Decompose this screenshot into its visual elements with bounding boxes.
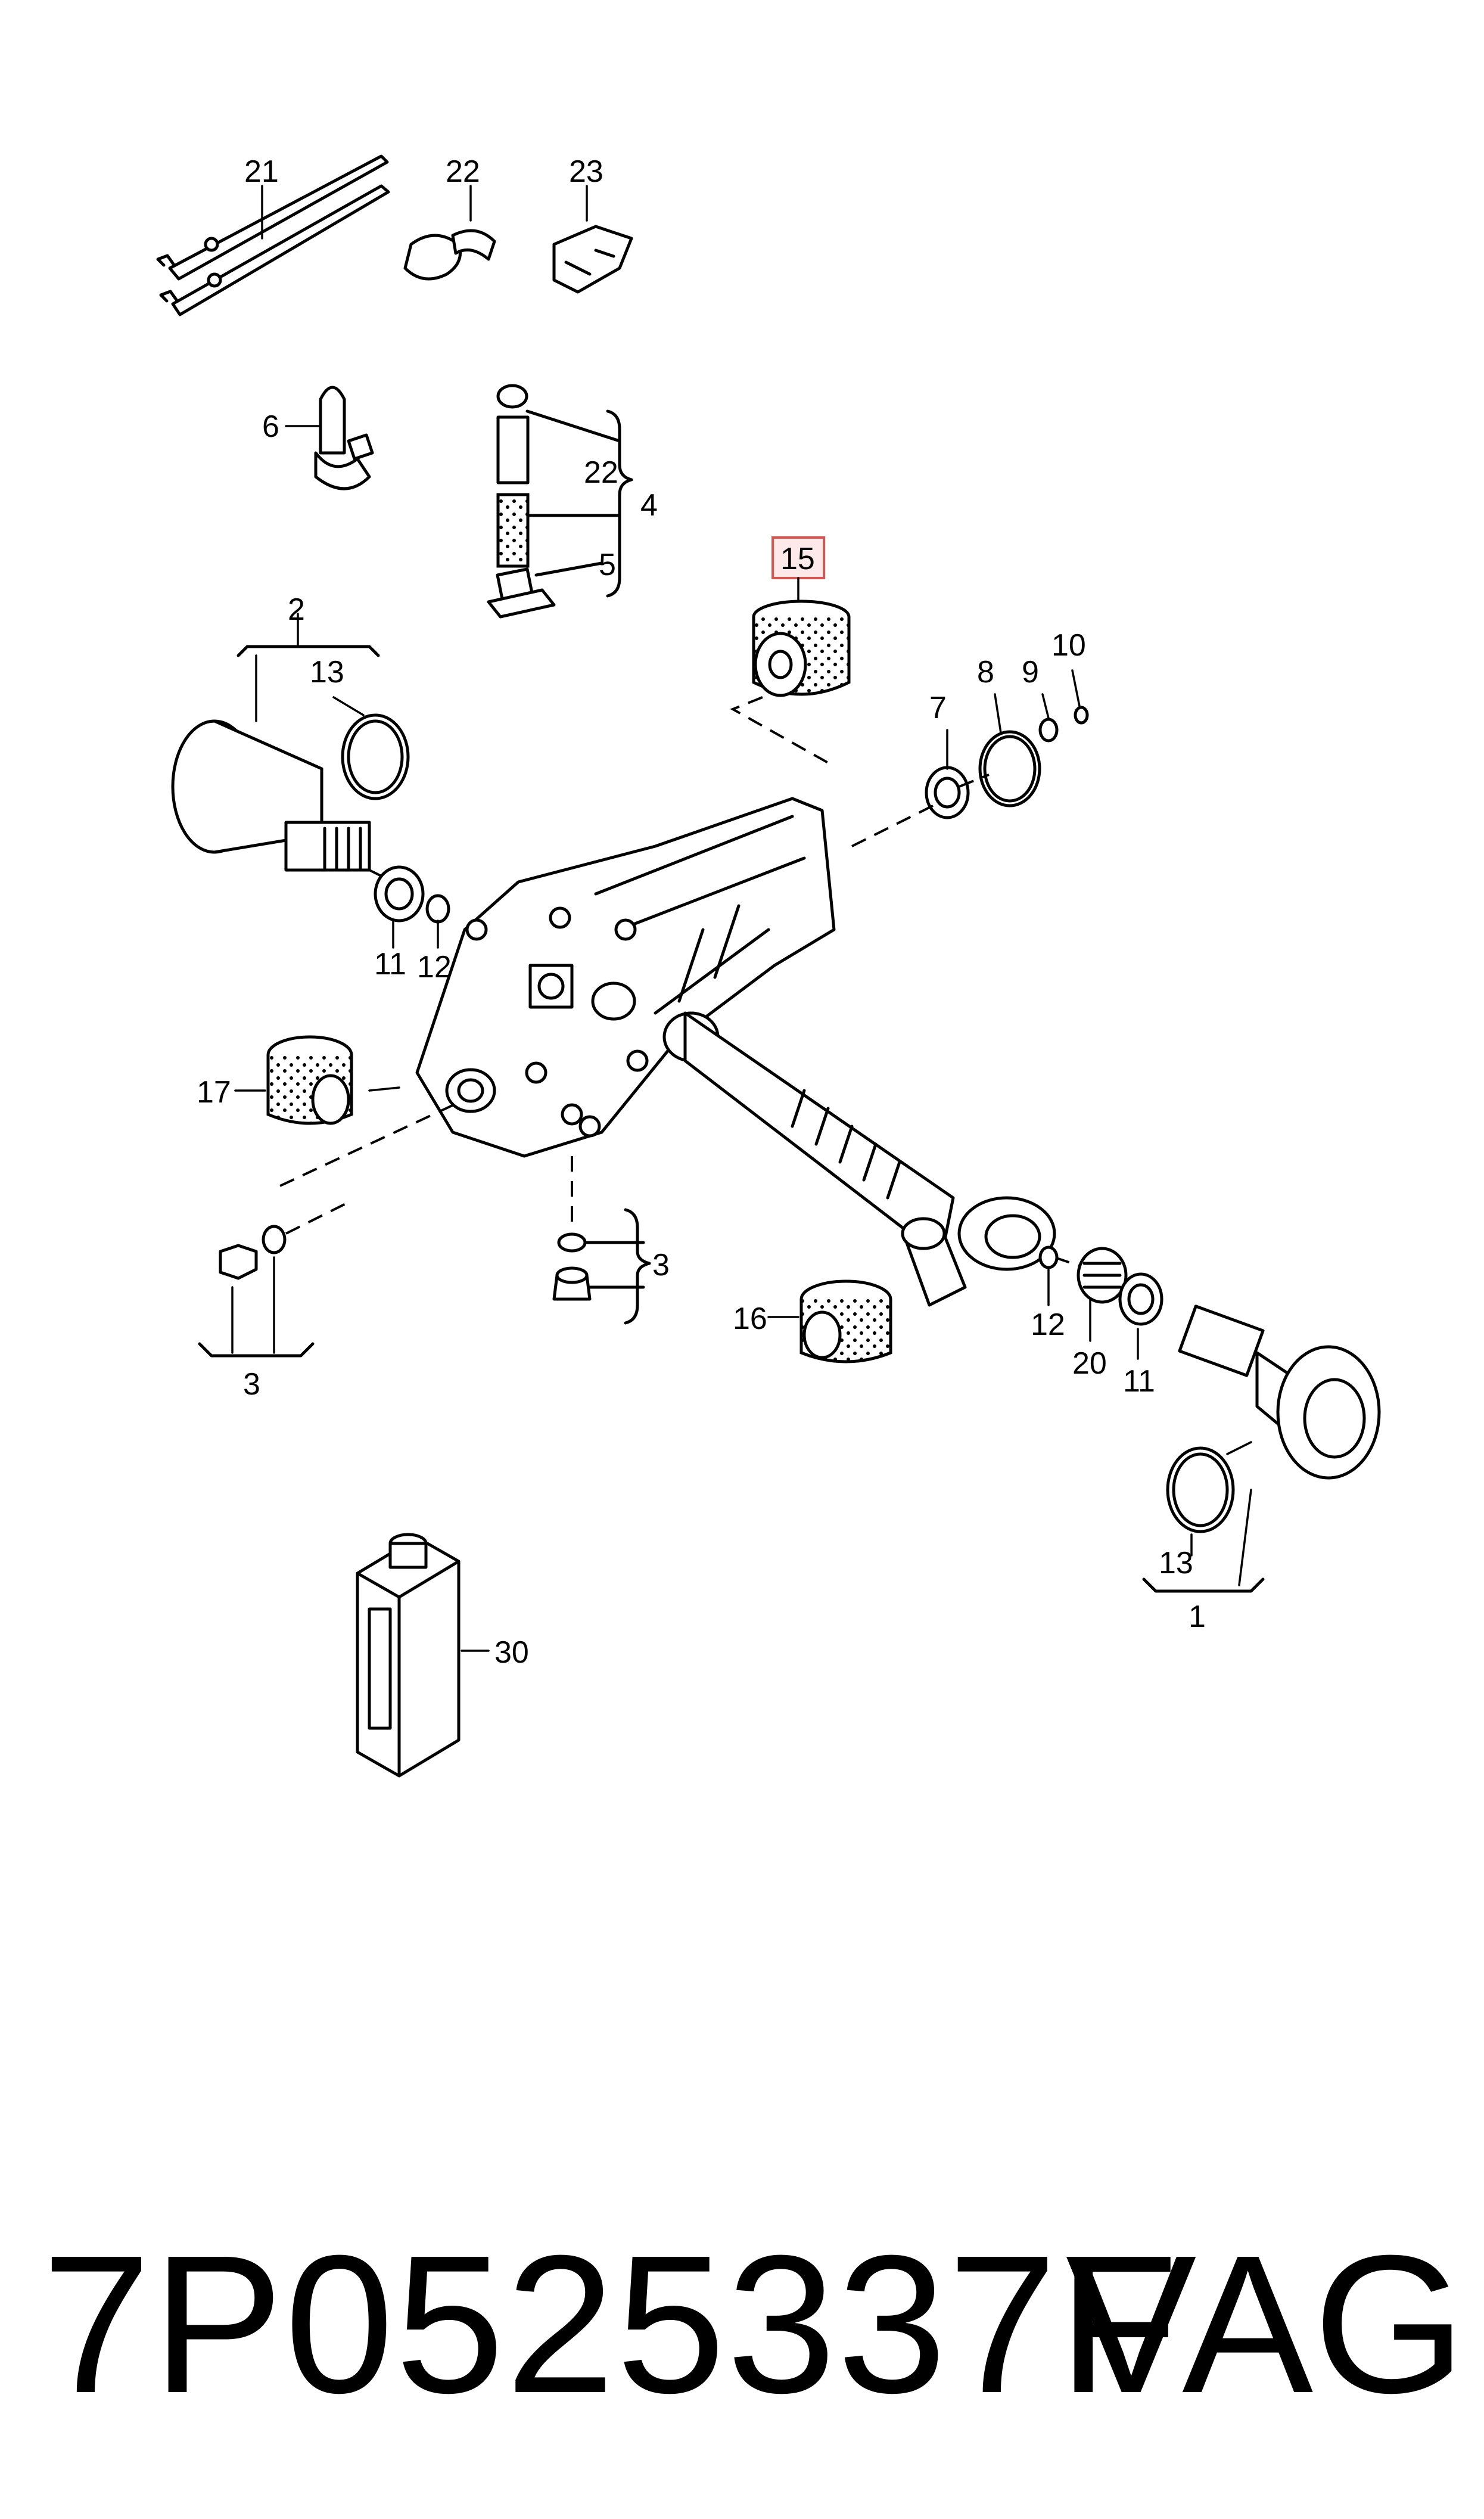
callout-11-left: 11 <box>374 947 406 981</box>
callout-22: 22 <box>446 154 480 189</box>
cable-tie-part-21 <box>156 154 390 316</box>
callout-23: 23 <box>569 154 603 189</box>
seal-ring-set-upper-right <box>851 669 1089 847</box>
callout-21: 21 <box>244 154 279 189</box>
output-flange-right-part-1 <box>1142 1304 1381 1593</box>
differential-housing <box>415 797 836 1158</box>
oil-bottle-part-30 <box>356 1533 490 1778</box>
callout-12-left: 12 <box>417 950 452 984</box>
callout-22-hose: 22 <box>584 455 618 490</box>
callout-11-right: 11 <box>1123 1364 1155 1399</box>
breather-part-6 <box>285 386 374 490</box>
callout-16: 16 <box>733 1302 767 1336</box>
o-ring-left-part-13 <box>332 696 410 800</box>
callout-20: 20 <box>1072 1346 1107 1381</box>
highlighted-bushing-part-15 <box>730 536 851 764</box>
callout-4: 4 <box>640 488 658 523</box>
callout-7: 7 <box>929 691 947 725</box>
callout-3-left: 3 <box>243 1367 260 1402</box>
callout-13-right: 13 <box>1159 1546 1193 1580</box>
seal-ring-set-lower-right <box>1038 1245 1163 1360</box>
callout-13-left: 13 <box>310 655 344 689</box>
callout-5: 5 <box>599 548 616 582</box>
drain-plug-set-left-part-3 <box>198 1203 346 1358</box>
brand-name: VAG <box>1065 2214 1466 2434</box>
right-axle-tube <box>662 1011 1091 1271</box>
callout-30: 30 <box>494 1635 529 1670</box>
seal-and-circlip-left <box>374 865 450 949</box>
callout-1: 1 <box>1189 1599 1206 1634</box>
callout-3-center: 3 <box>652 1248 670 1282</box>
callout-2: 2 <box>288 592 305 627</box>
drain-plug-set-center-part-3 <box>552 1156 651 1325</box>
callout-9: 9 <box>1022 655 1039 689</box>
clip-part-22 <box>403 185 496 281</box>
callout-15: 15 <box>780 542 815 576</box>
callout-12-right: 12 <box>1031 1307 1065 1342</box>
callout-10: 10 <box>1051 628 1086 663</box>
breather-hose-stack-part-4 <box>487 384 633 619</box>
part-number: 7P0525337F <box>42 2214 1180 2434</box>
callout-8: 8 <box>977 655 994 689</box>
output-flange-left-part-2 <box>171 613 418 895</box>
bracket-clip-part-23 <box>552 185 633 294</box>
callout-17: 17 <box>197 1075 231 1110</box>
bushing-part-16 <box>767 1217 967 1363</box>
bushing-part-17 <box>234 1035 459 1187</box>
highlight-box-15 <box>771 536 825 579</box>
callout-6: 6 <box>262 409 279 444</box>
